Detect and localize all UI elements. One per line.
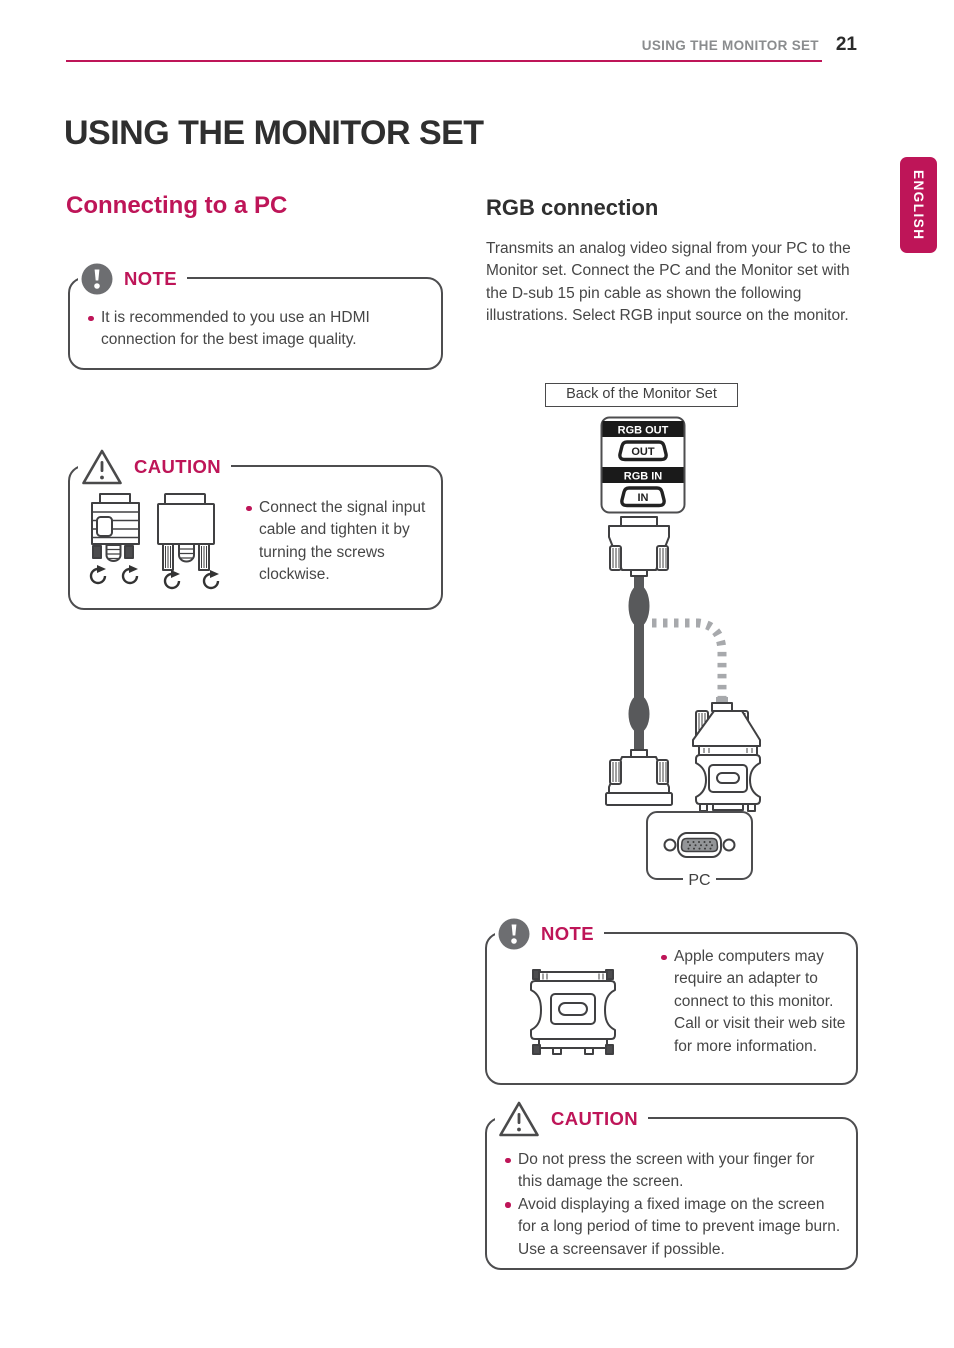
dashed-cable-end bbox=[716, 697, 728, 704]
rgb-in-bar bbox=[602, 467, 684, 483]
note-exclamation-icon bbox=[78, 263, 116, 295]
pc-box bbox=[646, 811, 753, 880]
dsub-connector-top bbox=[608, 516, 670, 577]
caution-box-left: CAUTION bbox=[68, 448, 443, 610]
note-bullet: Apple computers may require an adapter t… bbox=[659, 946, 847, 1058]
caution-box-right-header: CAUTION bbox=[495, 1100, 649, 1138]
note-box-left-header: NOTE bbox=[78, 261, 187, 297]
caution-label: CAUTION bbox=[126, 456, 232, 478]
page-title: USING THE MONITOR SET bbox=[64, 114, 484, 152]
dsub-connectors-screw-clockwise-icon bbox=[89, 493, 220, 590]
note-label: NOTE bbox=[116, 268, 187, 290]
note-box-left: NOTE It is recommended to you use an HDM… bbox=[68, 263, 443, 370]
dsub-connector-with-adapter bbox=[692, 702, 761, 812]
language-tab: ENGLISH bbox=[900, 157, 937, 253]
vga-pins bbox=[687, 841, 713, 850]
rgb-out-port bbox=[618, 440, 668, 462]
header-rule bbox=[66, 60, 822, 62]
out-port-label: OUT bbox=[631, 446, 655, 458]
pc-label: PC bbox=[688, 872, 710, 889]
dsub-connector-bottom-left bbox=[605, 749, 673, 806]
vga-screw-hole-left bbox=[663, 838, 677, 852]
mac-vga-adapter-icon bbox=[530, 969, 616, 1055]
diagram-caption: Back of the Monitor Set bbox=[545, 383, 738, 407]
note-box-right: NOTE Apple computers may require an adap… bbox=[485, 918, 858, 1085]
dsub-cable bbox=[628, 575, 650, 755]
vga-screw-hole-right bbox=[722, 838, 736, 852]
rgb-connection-paragraph: Transmits an analog video signal from yo… bbox=[486, 240, 851, 325]
section-heading-connecting-to-a-pc: Connecting to a PC bbox=[66, 192, 288, 219]
section-heading-rgb-connection: RGB connection bbox=[486, 195, 659, 220]
rgb-in-label: RGB IN bbox=[624, 471, 663, 483]
note-box-right-bullets: Apple computers may require an adapter t… bbox=[659, 946, 847, 1058]
rgb-out-bar bbox=[602, 421, 684, 437]
caution-box-right-bullets: Do not press the screen with your finger… bbox=[503, 1149, 841, 1261]
note-exclamation-icon bbox=[495, 918, 533, 950]
clockwise-arrow-icon bbox=[89, 565, 220, 590]
caution-label: CAUTION bbox=[543, 1108, 649, 1130]
dashed-cable bbox=[652, 618, 727, 699]
caution-bullet: Do not press the screen with your finger… bbox=[503, 1149, 841, 1194]
note-box-left-bullets: It is recommended to you use an HDMI con… bbox=[86, 307, 398, 352]
monitor-back-panel: RGB OUT OUT RGB IN IN bbox=[600, 416, 686, 514]
in-port-label: IN bbox=[638, 492, 649, 504]
caution-bullet: Avoid displaying a fixed image on the sc… bbox=[503, 1194, 841, 1261]
note-bullet: It is recommended to you use an HDMI con… bbox=[86, 307, 398, 352]
vga-port-pins-area bbox=[680, 837, 719, 853]
rgb-out-label: RGB OUT bbox=[618, 425, 669, 437]
running-header: USING THE MONITOR SET 21 bbox=[66, 34, 857, 56]
page-number: 21 bbox=[835, 34, 857, 55]
dsub-15pin-cable-to-pc-icon: PC bbox=[605, 516, 761, 889]
note-label: NOTE bbox=[533, 923, 604, 945]
caution-box-left-header: CAUTION bbox=[78, 448, 232, 486]
caution-box-left-bullets: Connect the signal input cable and tight… bbox=[244, 497, 436, 587]
caution-triangle-icon bbox=[495, 1100, 543, 1138]
caution-triangle-icon bbox=[78, 448, 126, 486]
caution-bullet: Connect the signal input cable and tight… bbox=[244, 497, 436, 587]
rgb-in-port bbox=[620, 486, 666, 508]
caution-box-right: CAUTION Do not press the screen with you… bbox=[485, 1100, 858, 1270]
note-box-right-header: NOTE bbox=[495, 916, 604, 952]
running-header-title: USING THE MONITOR SET bbox=[641, 38, 819, 53]
